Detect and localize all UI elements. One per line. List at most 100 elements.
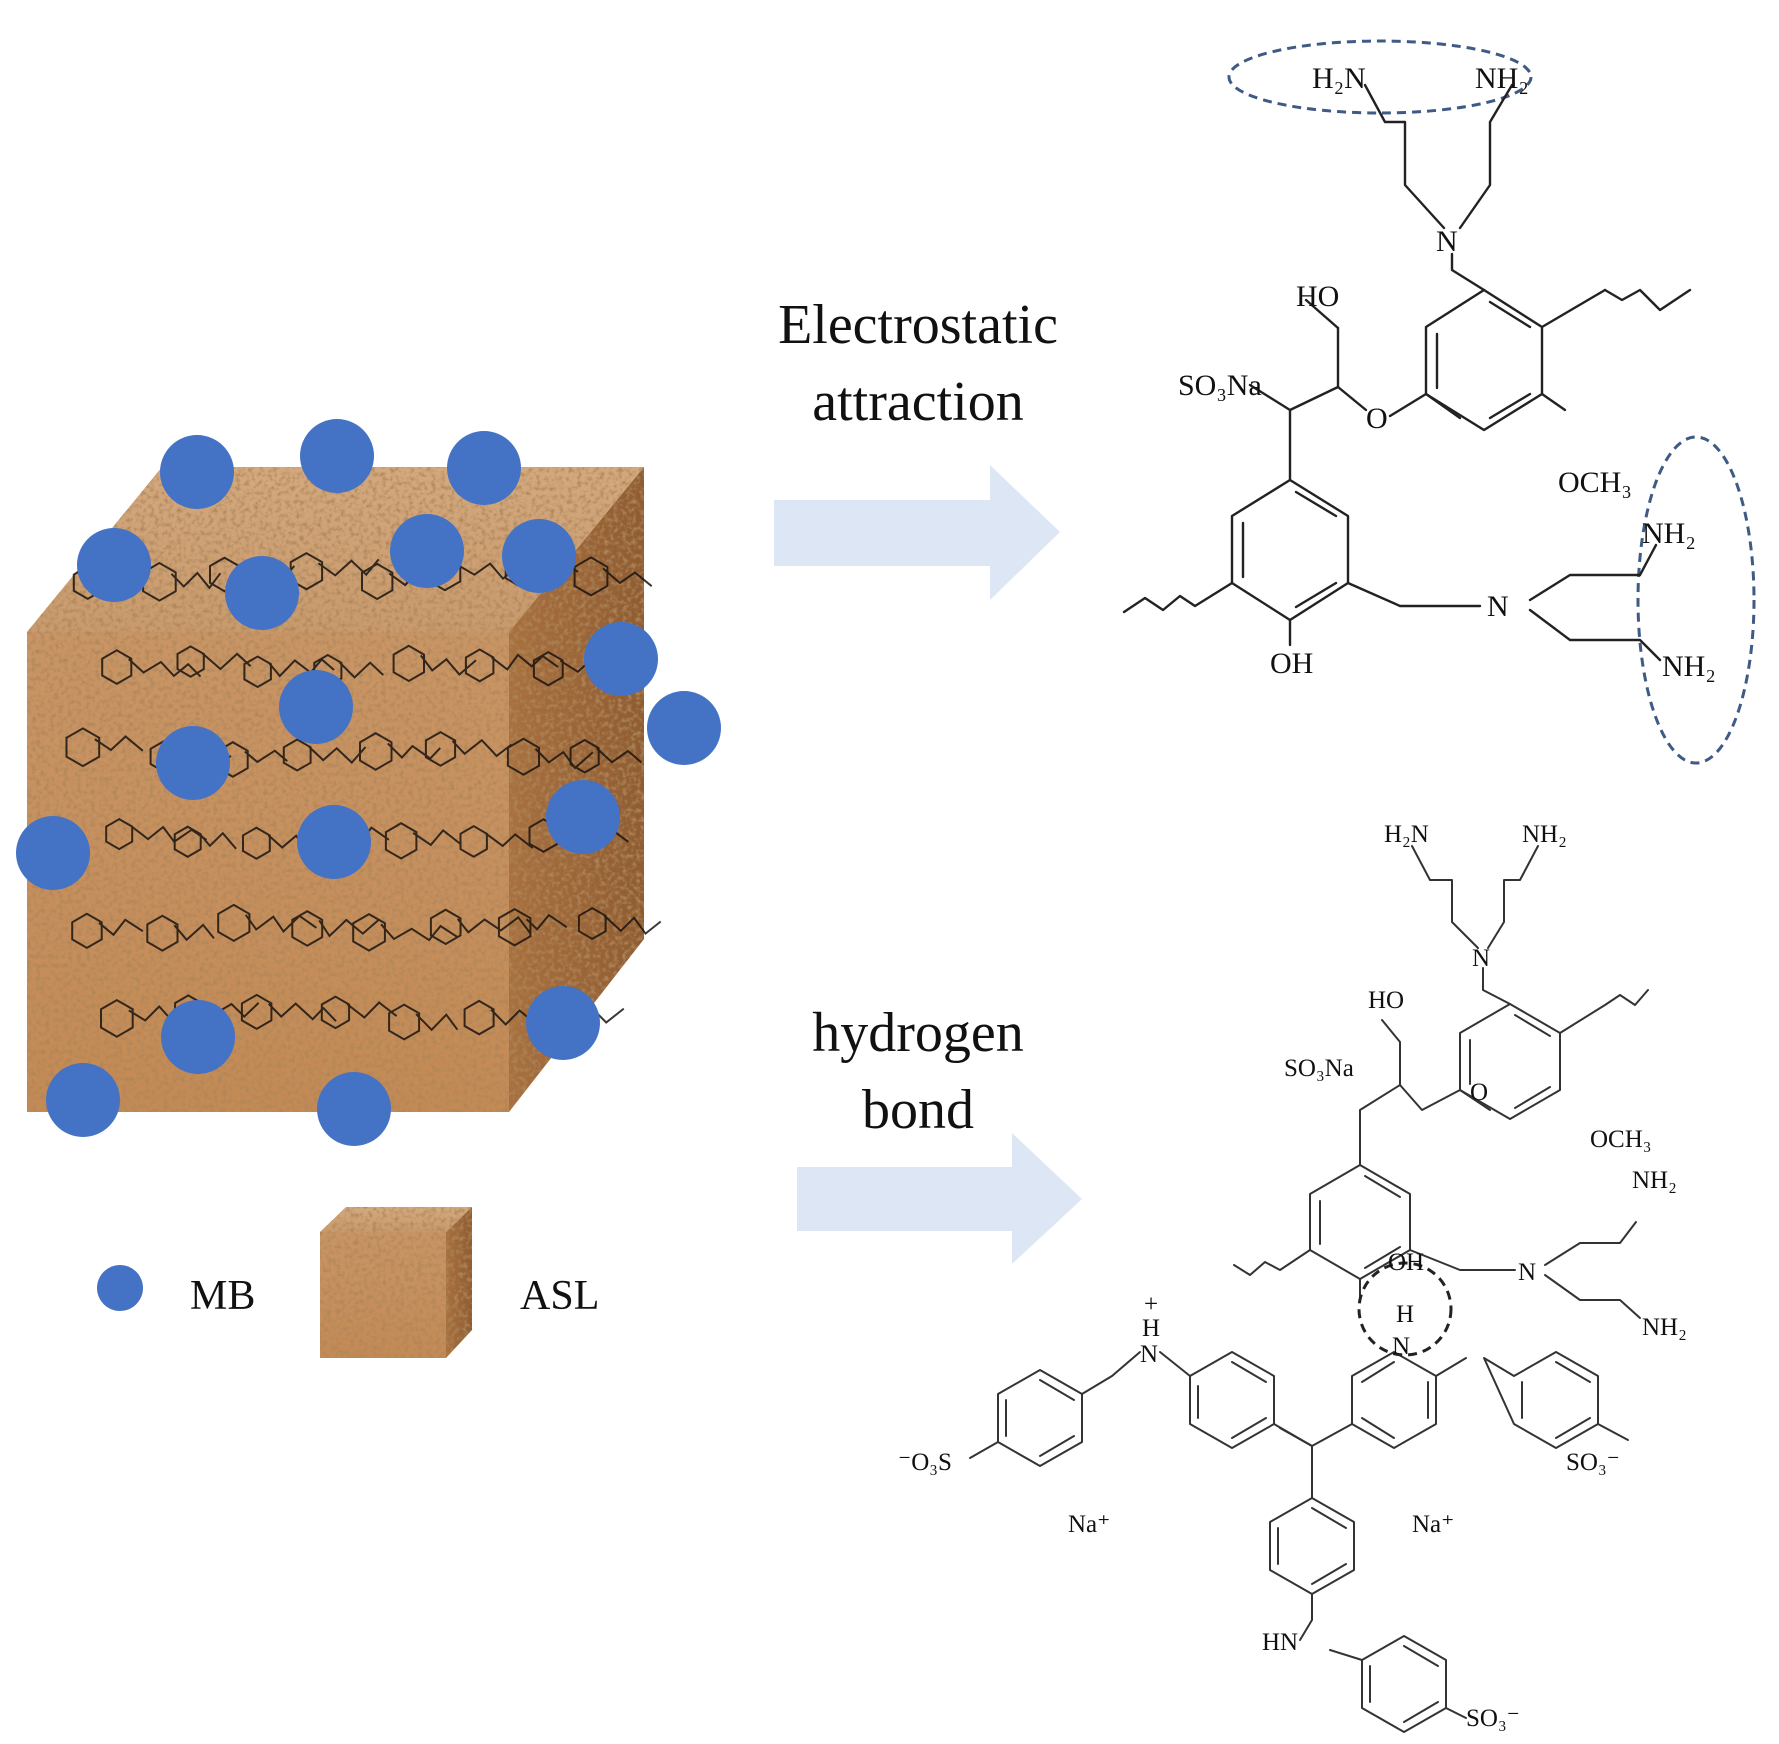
top-nh2-right-lower: NH₂ — [1662, 650, 1716, 683]
lignin-chain — [170, 571, 222, 590]
mb-particle — [225, 556, 299, 630]
top-nh2-right-upper: NH₂ — [1642, 517, 1696, 550]
lignin-chain — [173, 923, 215, 942]
lignin-ring — [429, 908, 462, 946]
top-oh: OH — [1270, 647, 1313, 680]
bottom-nh2-right-lower: NH₂ — [1642, 1314, 1687, 1341]
lignin-chain — [451, 738, 513, 758]
bottom-och3: OCH₃ — [1590, 1126, 1652, 1153]
mb-particle — [447, 431, 521, 505]
lignin-ring — [392, 644, 425, 683]
mb-particles — [16, 419, 721, 1146]
lignin-chain — [267, 1002, 337, 1022]
legend-mb-label: MB — [190, 1273, 255, 1319]
structure-bottom-bonds — [969, 845, 1649, 1733]
lignin-ring — [65, 727, 101, 768]
bottom-ho: HO — [1368, 987, 1404, 1014]
lignin-ring — [532, 650, 564, 687]
mb-particle — [317, 1072, 391, 1146]
lignin-ring — [573, 556, 609, 597]
mb-particle — [584, 622, 658, 696]
lignin-chain — [412, 829, 461, 847]
mb-particle — [279, 670, 353, 744]
lignin-chain — [380, 923, 458, 942]
dye-so3-right: SO₃⁻ — [1566, 1449, 1620, 1476]
electrostatic-arrow — [774, 465, 1060, 600]
lignin-ring — [217, 903, 251, 943]
dye-na-right: Na⁺ — [1412, 1511, 1454, 1538]
legend-asl-swatch — [320, 1232, 446, 1358]
top-och3: OCH₃ — [1558, 466, 1632, 499]
lignin-ring — [100, 998, 134, 1038]
dye-h: H — [1142, 1315, 1160, 1342]
lignin-ring — [352, 912, 386, 952]
lignin-chain — [98, 918, 144, 937]
legend-asl-top — [320, 1207, 472, 1232]
electrostatic-label-line2: attraction — [812, 371, 1023, 433]
dye-plus: + — [1144, 1291, 1158, 1318]
hbond-mechanism: hydrogen bond — [797, 1002, 1082, 1264]
mb-particle — [390, 514, 464, 588]
lignin-ring — [359, 732, 393, 771]
lignin-chain — [346, 1001, 398, 1019]
lignin-chain — [603, 914, 662, 936]
top-nh2: NH₂ — [1475, 62, 1529, 95]
lignin-chain — [525, 913, 568, 931]
dye-so3-left: ⁻O₃S — [898, 1449, 952, 1476]
dye-hn: HN — [1262, 1629, 1298, 1656]
mb-particle — [502, 519, 576, 593]
top-o-ether: O — [1366, 402, 1388, 435]
legend-mb-swatch — [97, 1265, 143, 1311]
structure-top: H₂N NH₂ N HO SO₃Na O OCH₃ NH₂ N NH₂ OH — [1122, 39, 1756, 765]
mb-particle — [160, 435, 234, 509]
lignin-ring — [497, 907, 532, 947]
lignin-chain — [595, 747, 642, 764]
bottom-o-ether: O — [1470, 1079, 1488, 1106]
lignin-chain — [387, 742, 441, 760]
lignin-ring — [291, 910, 324, 947]
bottom-h2n: H₂N — [1384, 821, 1429, 848]
cube-front-face — [27, 632, 509, 1112]
mb-particle — [526, 986, 600, 1060]
asl-cube — [27, 467, 662, 1112]
lignin-chain — [318, 918, 380, 938]
structure-top-bonds — [1122, 83, 1692, 662]
electrostatic-mechanism: Electrostatic attraction — [774, 294, 1060, 600]
lignin-ring — [240, 993, 273, 1031]
mb-particle — [156, 726, 230, 800]
electrostatic-label-line1: Electrostatic — [778, 294, 1058, 356]
dye-n: N — [1140, 1341, 1158, 1368]
lignin-ring — [289, 551, 324, 591]
lignin-chain — [308, 746, 367, 765]
lignin-chain — [339, 661, 384, 679]
top-ho: HO — [1296, 280, 1339, 313]
lignin-chain — [201, 652, 252, 671]
hbond-label-line1: hydrogen — [812, 1002, 1024, 1064]
bottom-n-center: N — [1472, 945, 1490, 972]
mb-particle — [46, 1063, 120, 1137]
lignin-chain — [456, 916, 531, 934]
lignin-ring — [146, 914, 179, 952]
lignin-ring — [388, 1003, 421, 1041]
dye-na-left: Na⁺ — [1068, 1511, 1110, 1538]
top-n-right: N — [1487, 590, 1509, 623]
lignin-ring — [569, 738, 600, 774]
mb-particle — [546, 780, 620, 854]
bottom-nh2: NH₂ — [1522, 821, 1567, 848]
top-so3na: SO₃Na — [1178, 369, 1262, 402]
highlight-amine-top — [1227, 39, 1533, 115]
mb-particle — [300, 419, 374, 493]
mb-particle — [77, 528, 151, 602]
mb-particle — [16, 816, 90, 890]
lignin-chain — [485, 832, 534, 849]
hbond-label-line2: bond — [862, 1079, 974, 1141]
structure-bottom: H₂N NH₂ N HO SO₃Na O OCH₃ NH₂ N NH₂ OH H… — [898, 821, 1687, 1733]
legend: MB ASL — [97, 1207, 599, 1358]
highlight-amine-right — [1636, 435, 1756, 765]
lignin-chain — [128, 658, 202, 678]
lignin-chain — [244, 749, 288, 764]
lignin-ring — [71, 912, 103, 950]
cube-top-face — [27, 467, 644, 632]
lignin-chain — [198, 831, 237, 850]
